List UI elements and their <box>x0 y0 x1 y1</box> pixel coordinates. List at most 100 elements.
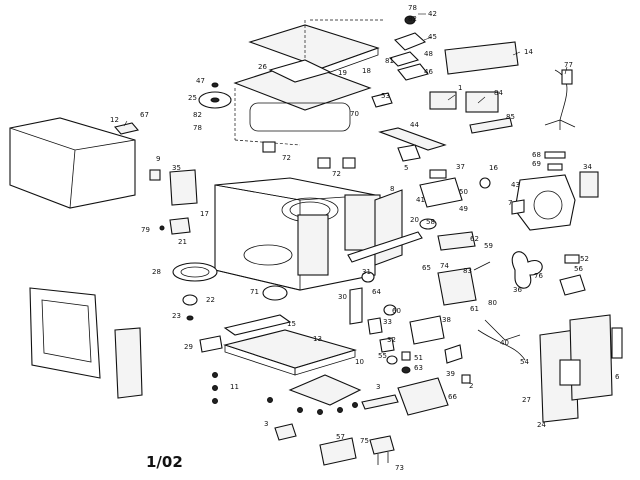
callout-17: 17 <box>200 210 209 218</box>
callout-46: 46 <box>424 68 433 76</box>
callout-67: 67 <box>140 111 149 119</box>
callout-42: 42 <box>428 10 437 18</box>
callout-75: 75 <box>360 437 369 445</box>
callout-61: 61 <box>470 305 479 313</box>
callout-14: 14 <box>524 48 533 56</box>
callout-77: 77 <box>564 61 573 69</box>
base-plate-10 <box>288 374 362 406</box>
callout-7: 7 <box>508 199 512 207</box>
callout-49: 49 <box>459 205 468 213</box>
callout-37: 37 <box>456 163 465 171</box>
callout-68: 68 <box>532 151 541 159</box>
callout-27: 27 <box>522 396 531 404</box>
callout-84: 84 <box>494 89 503 97</box>
callout-16: 16 <box>489 164 498 172</box>
callout-81: 81 <box>385 57 394 65</box>
callout-69: 69 <box>532 160 541 168</box>
callout-1: 1 <box>458 84 462 92</box>
callout-71: 71 <box>250 288 259 296</box>
bracket-14 <box>444 41 519 75</box>
gasket-44 <box>378 127 447 151</box>
callout-23: 23 <box>172 312 181 320</box>
bracket-45 <box>393 32 427 51</box>
callout-62: 62 <box>470 235 479 243</box>
part-35 <box>169 169 198 206</box>
callout-57: 57 <box>336 433 345 441</box>
callout-13: 13 <box>313 335 322 343</box>
callout-21: 21 <box>178 238 187 246</box>
callout-54: 54 <box>520 358 529 366</box>
label-1 <box>429 91 457 110</box>
callout-2: 2 <box>469 382 473 390</box>
callout-32: 32 <box>387 336 396 344</box>
callout-3a: 3 <box>376 383 380 391</box>
callout-39: 39 <box>446 370 455 378</box>
callout-26: 26 <box>258 63 267 71</box>
callout-40: 40 <box>500 339 509 347</box>
callout-72b: 72 <box>332 170 341 178</box>
parts-artwork <box>9 15 623 466</box>
heater-element <box>249 102 351 132</box>
callout-73: 73 <box>395 464 404 472</box>
callout-44: 44 <box>410 121 419 129</box>
callout-52: 52 <box>580 255 589 263</box>
door-frame <box>29 287 101 379</box>
callout-31: 31 <box>362 268 371 276</box>
callout-41: 41 <box>416 196 425 204</box>
panel-24 <box>569 314 613 401</box>
callout-76: 76 <box>534 272 543 280</box>
callout-8: 8 <box>390 185 394 193</box>
magnetron <box>397 377 449 416</box>
turntable-ring <box>172 262 218 282</box>
callout-72a: 72 <box>282 154 291 162</box>
callout-56: 56 <box>574 265 583 273</box>
callout-38: 38 <box>442 316 451 324</box>
capacitor <box>559 274 586 296</box>
base-tray-13 <box>223 329 357 369</box>
callout-59: 59 <box>484 242 493 250</box>
label-85 <box>469 117 513 134</box>
callout-10: 10 <box>355 358 364 366</box>
callout-11: 11 <box>230 383 239 391</box>
callout-43: 43 <box>511 181 520 189</box>
callout-48: 48 <box>424 50 433 58</box>
callout-36: 36 <box>513 286 522 294</box>
leader-lines <box>123 13 568 127</box>
bracket-57 <box>319 437 357 466</box>
callout-82b: 82 <box>193 111 202 119</box>
callout-33: 33 <box>383 318 392 326</box>
callout-58: 58 <box>426 218 435 226</box>
callout-74: 74 <box>440 262 449 270</box>
callout-79: 79 <box>141 226 150 234</box>
callout-45: 45 <box>428 33 437 41</box>
callout-47: 47 <box>196 77 205 85</box>
callout-9: 9 <box>156 155 160 163</box>
callout-78b: 78 <box>193 124 202 132</box>
callout-63: 63 <box>414 364 423 372</box>
callout-22: 22 <box>206 296 215 304</box>
callout-65: 65 <box>422 264 431 272</box>
callout-18: 18 <box>362 67 371 75</box>
callout-70: 70 <box>350 110 359 118</box>
callout-82a: 82 <box>408 15 417 23</box>
callout-12: 12 <box>110 116 119 124</box>
control-panel <box>114 327 143 399</box>
callout-50: 50 <box>459 188 468 196</box>
callout-64: 64 <box>372 288 381 296</box>
callout-66: 66 <box>448 393 457 401</box>
callout-60: 60 <box>392 307 401 315</box>
callout-30: 30 <box>338 293 347 301</box>
callout-85: 85 <box>506 113 515 121</box>
callout-24: 24 <box>537 421 546 429</box>
fan-blade <box>511 251 543 289</box>
callout-34: 34 <box>583 163 592 171</box>
callout-78a: 78 <box>408 4 417 12</box>
callout-25: 25 <box>188 94 197 102</box>
callout-35: 35 <box>172 164 181 172</box>
screws-row <box>212 372 358 415</box>
callout-55: 55 <box>378 352 387 360</box>
callout-28: 28 <box>152 268 161 276</box>
revision-label: 1/02 <box>146 453 183 471</box>
